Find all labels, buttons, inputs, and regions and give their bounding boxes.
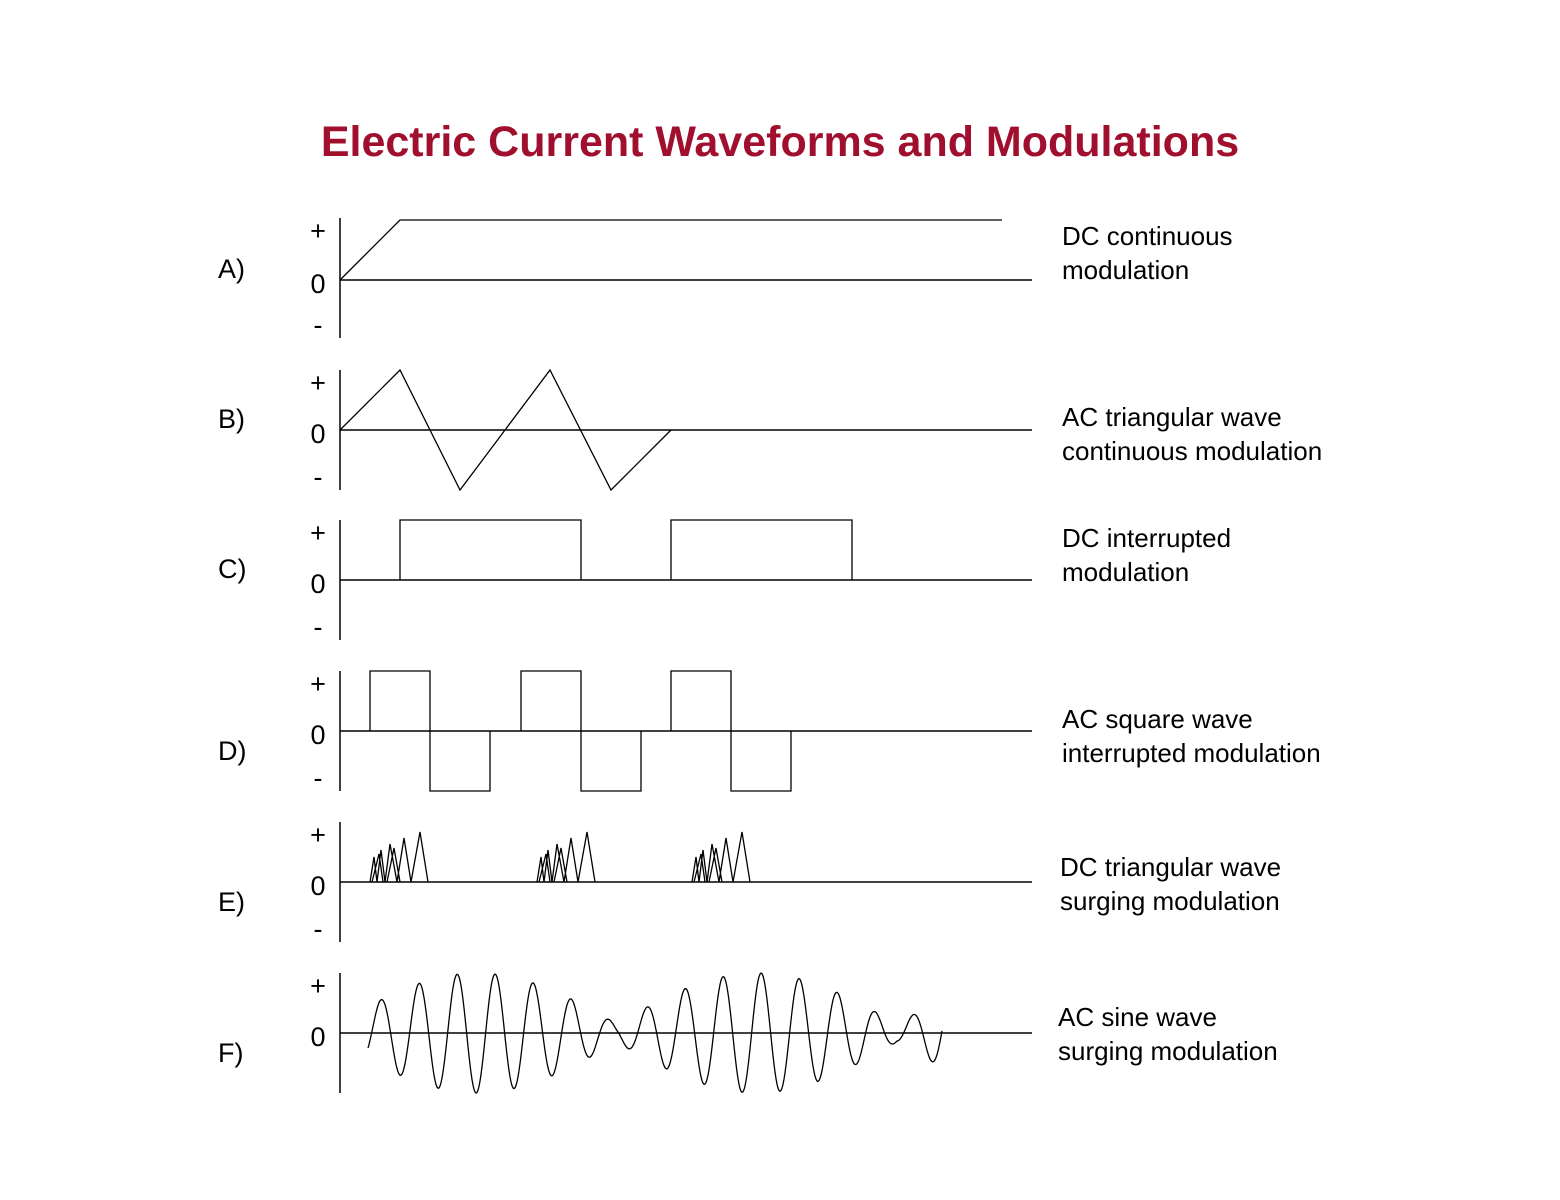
zero-sign: 0: [310, 269, 325, 299]
description-line: DC triangular wave: [1060, 852, 1281, 882]
waveform-ac-triangular-continuous: [339, 368, 672, 492]
panel-a: A) +0 - DC continuous modulation: [218, 216, 1233, 340]
panel-b: B) +0 - AC triangular wave continuous modula…: [218, 368, 1322, 492]
page-title: Electric Current Waveforms and Modulatio…: [320, 118, 1240, 166]
description-line: continuous modulation: [1062, 436, 1322, 466]
waveform-dc-interrupted: [399, 519, 853, 580]
panel-f: F) +0 AC sine wave surging modulation: [218, 971, 1278, 1094]
description-line: DC continuous: [1062, 221, 1233, 251]
plus-sign: +: [310, 820, 326, 850]
panel-letter: F): [218, 1038, 243, 1068]
panel-letter: C): [218, 554, 247, 584]
description-line: AC triangular wave: [1062, 402, 1282, 432]
zero-sign: 0: [310, 720, 325, 750]
description-line: interrupted modulation: [1062, 738, 1321, 768]
description-line: surging modulation: [1058, 1036, 1278, 1066]
zero-sign: 0: [310, 871, 325, 901]
description-line: modulation: [1062, 255, 1189, 285]
waveform-dc-triangular-surging: [369, 831, 751, 883]
panel-letter: A): [218, 254, 245, 284]
description-line: AC sine wave: [1058, 1002, 1217, 1032]
plus-sign: +: [310, 518, 326, 548]
plus-sign: +: [310, 669, 326, 699]
waveform-ac-square-interrupted: [369, 670, 792, 792]
panel-letter: B): [218, 404, 245, 434]
panel-e: E) +0 - DC triangular wave surging modulatio…: [218, 820, 1281, 944]
panel-letter: D): [218, 736, 247, 766]
panel-d: D) +0 - AC square wave interrupted modulatio…: [218, 669, 1321, 793]
waveform-ac-sine-surging: [367, 972, 943, 1094]
minus-sign: -: [314, 462, 323, 492]
minus-sign: -: [314, 310, 323, 340]
description-line: DC interrupted: [1062, 523, 1231, 553]
plus-sign: +: [310, 216, 326, 246]
description-line: modulation: [1062, 557, 1189, 587]
zero-sign: 0: [310, 569, 325, 599]
panel-c: C) +0 - DC interrupted modulation: [218, 518, 1231, 642]
zero-sign: 0: [310, 419, 325, 449]
minus-sign: -: [314, 763, 323, 793]
panel-letter: E): [218, 887, 245, 917]
zero-sign: 0: [310, 1022, 325, 1052]
description-line: surging modulation: [1060, 886, 1280, 916]
plus-sign: +: [310, 368, 326, 398]
plus-sign: +: [310, 971, 326, 1001]
waveform-dc-continuous: [339, 219, 1002, 281]
minus-sign: -: [314, 612, 323, 642]
description-line: AC square wave: [1062, 704, 1253, 734]
minus-sign: -: [314, 914, 323, 944]
